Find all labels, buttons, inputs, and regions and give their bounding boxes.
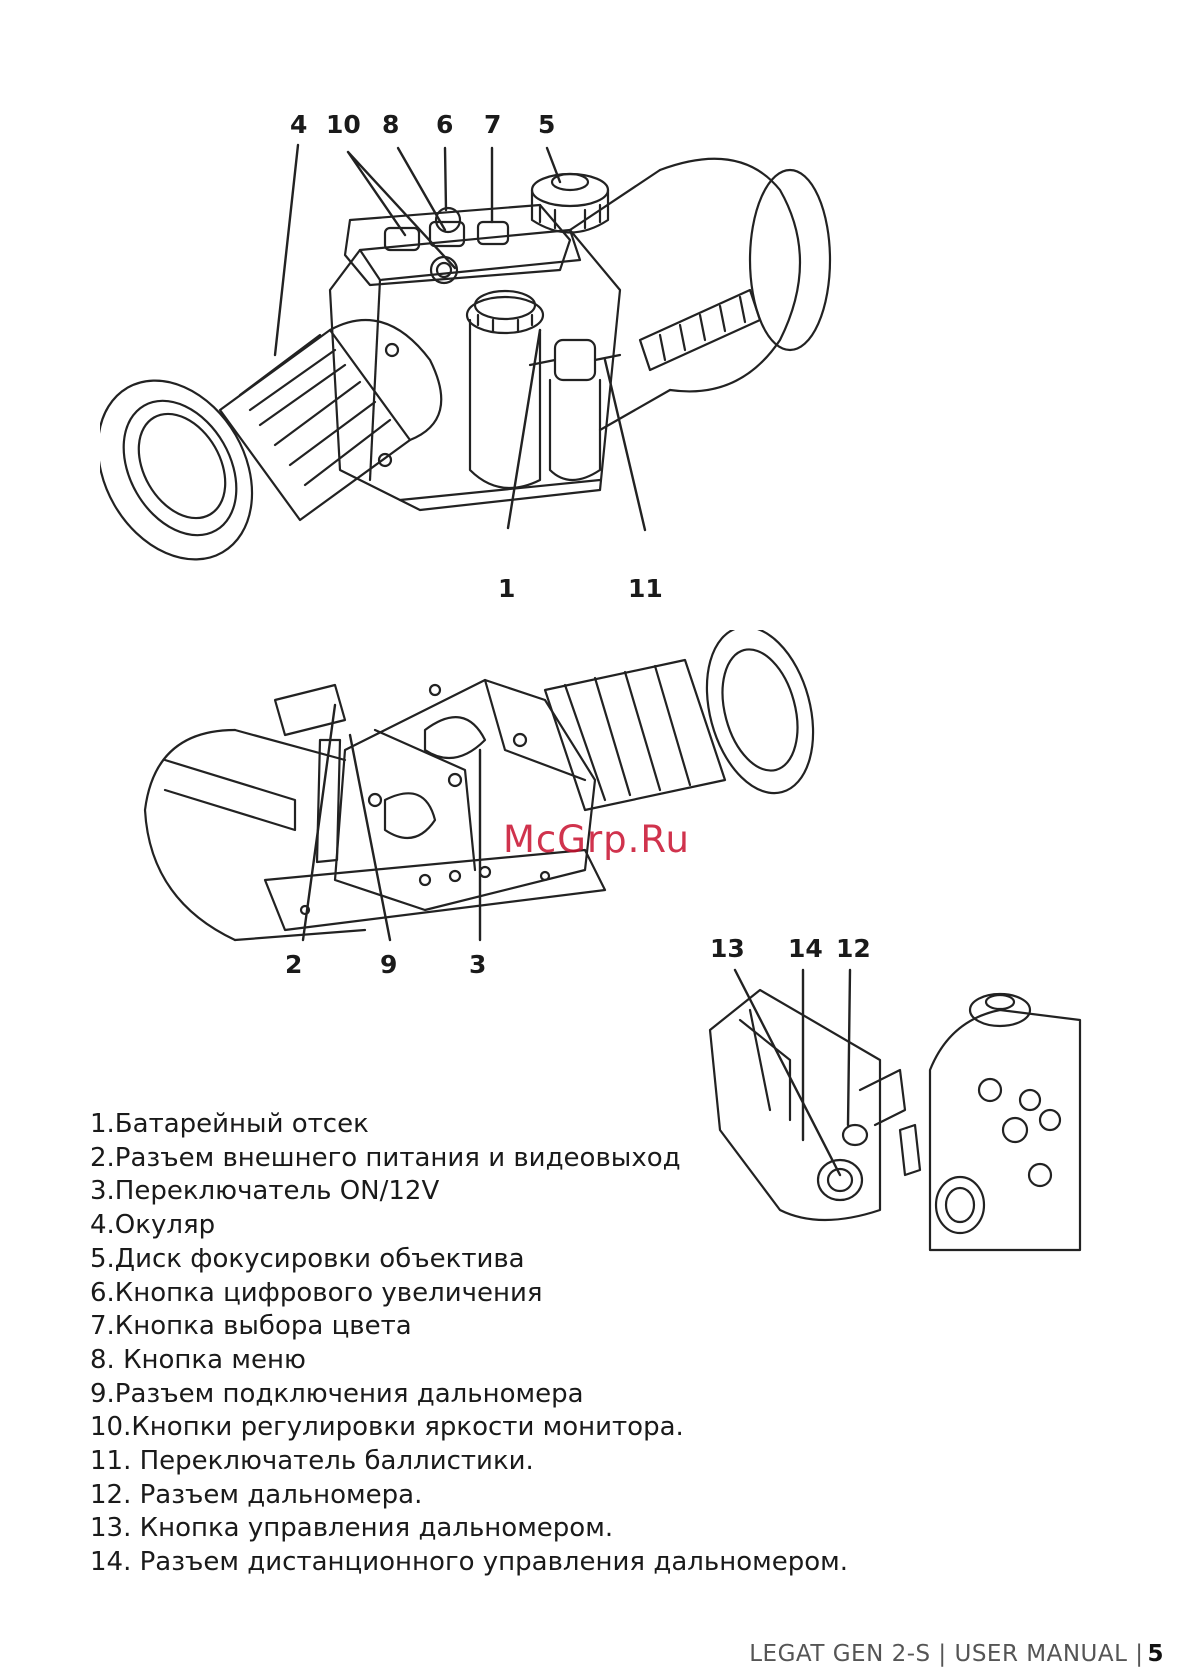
legend-item: 11. Переключатель баллистики. (90, 1446, 534, 1477)
device-diagram-top: 4 10 8 6 7 5 1 11 (100, 110, 860, 630)
callout-14: 14 (788, 934, 823, 963)
scope-section (928, 992, 1082, 1252)
page-footer: LEGAT GEN 2-S | USER MANUAL |5 (749, 1641, 1164, 1667)
eyepiece (100, 318, 443, 561)
callout-4: 4 (290, 110, 307, 139)
legend-item: 14. Разъем дистанционного управления дал… (90, 1547, 848, 1578)
device-diagram-bottom: 2 9 3 (125, 630, 885, 1070)
callout-5: 5 (538, 110, 555, 139)
legend-item: 12. Разъем дальномера. (90, 1479, 423, 1510)
focus-knob (530, 172, 610, 234)
rangefinder-body (708, 988, 922, 1222)
objective-barrel (568, 157, 832, 432)
callout-6: 6 (436, 110, 453, 139)
leader-lines (733, 968, 852, 1177)
callout-11: 11 (628, 574, 663, 603)
legend-item: 2.Разъем внешнего питания и видеовыход (90, 1142, 681, 1173)
main-body (328, 228, 622, 512)
callout-9: 9 (380, 950, 397, 979)
leader-lines (301, 703, 482, 942)
eyepiece (543, 630, 815, 812)
callout-numbers: 13 14 12 (710, 934, 871, 963)
battery-compartment (465, 289, 545, 490)
parts-legend: 1.Батарейный отсек 2.Разъем внешнего пит… (90, 1108, 848, 1580)
legend-item: 3.Переключатель ON/12V (90, 1176, 440, 1207)
legend-item: 1.Батарейный отсек (90, 1109, 369, 1139)
callout-13: 13 (710, 934, 745, 963)
legend-item: 9.Разъем подключения дальномера (90, 1378, 584, 1409)
ballistic-switch (528, 338, 622, 482)
footer-title: LEGAT GEN 2-S | USER MANUAL | (749, 1641, 1144, 1667)
side-rail (638, 288, 762, 372)
legend-item: 10.Кнопки регулировки яркости монитора. (90, 1412, 684, 1443)
callout-3: 3 (469, 950, 486, 979)
leader-lines (273, 143, 647, 532)
callout-8: 8 (382, 110, 399, 139)
callout-2: 2 (285, 950, 302, 979)
legend-item: 4.Окуляр (90, 1210, 216, 1241)
callout-numbers: 4 10 8 6 7 5 1 11 (290, 110, 663, 603)
legend-item: 7.Кнопка выбора цвета (90, 1311, 412, 1342)
legend-item: 8. Кнопка меню (90, 1344, 306, 1375)
callout-numbers: 2 9 3 (285, 950, 486, 979)
legend-item: 5.Диск фокусировки объектива (90, 1243, 525, 1274)
callout-12: 12 (836, 934, 871, 963)
objective-barrel (143, 728, 367, 942)
watermark: McGrp.Ru (503, 818, 690, 861)
callout-1: 1 (498, 574, 515, 603)
legend-item: 13. Кнопка управления дальномером. (90, 1513, 614, 1544)
callout-10: 10 (326, 110, 361, 139)
control-panel (343, 203, 572, 287)
legend-item: 6.Кнопка цифрового увеличения (90, 1277, 543, 1308)
device-diagram-detail: 13 14 12 (700, 910, 1100, 1260)
callout-7: 7 (484, 110, 501, 139)
page-number: 5 (1147, 1641, 1164, 1667)
main-body (333, 678, 597, 912)
